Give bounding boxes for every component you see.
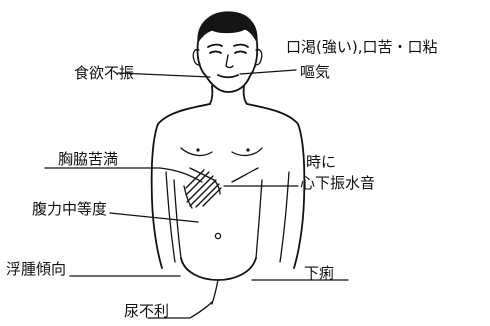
left-eye [210, 52, 221, 54]
navel [215, 233, 220, 238]
label-thirst: 口渇(強い),口苦・口粘 [286, 38, 437, 56]
human-figure [152, 12, 305, 304]
right-eye [235, 52, 246, 54]
left-inner-arm [166, 172, 175, 262]
left-nipple [196, 148, 199, 151]
leader-thirst [240, 70, 296, 74]
nose [226, 55, 233, 68]
label-nausea: 嘔気 [300, 63, 330, 81]
label-appetite: 食欲不振 [74, 64, 134, 82]
left-eyebrow [208, 45, 222, 47]
right-nipple [246, 148, 249, 151]
left-pectoral [181, 148, 212, 155]
groin-line [212, 280, 218, 304]
right-eyebrow [234, 45, 248, 47]
symptom-labels: 口渇(強い),口苦・口粘 嘔気 食欲不振 胸脇苦満 時に 心下振水音 腹力中等度… [6, 38, 437, 320]
left-shoulder-arm [152, 104, 210, 268]
label-abdomen: 腹力中等度 [32, 200, 107, 218]
label-urine: 尿不利 [124, 302, 169, 320]
leader-chest [45, 168, 202, 182]
neck-left [210, 86, 212, 104]
label-splash-line2: 心下振水音 [300, 174, 375, 192]
mouth [218, 75, 238, 77]
label-diarrhea: 下痢 [304, 264, 334, 282]
label-splash-line1: 時に [306, 153, 336, 171]
right-costal-margin [232, 168, 258, 182]
neck-right [244, 86, 247, 104]
hair [198, 12, 257, 42]
label-chest: 胸脇苦満 [58, 150, 118, 168]
torso-right [256, 180, 262, 258]
lower-abdomen [181, 258, 256, 280]
label-edema: 浮腫傾向 [6, 260, 66, 278]
